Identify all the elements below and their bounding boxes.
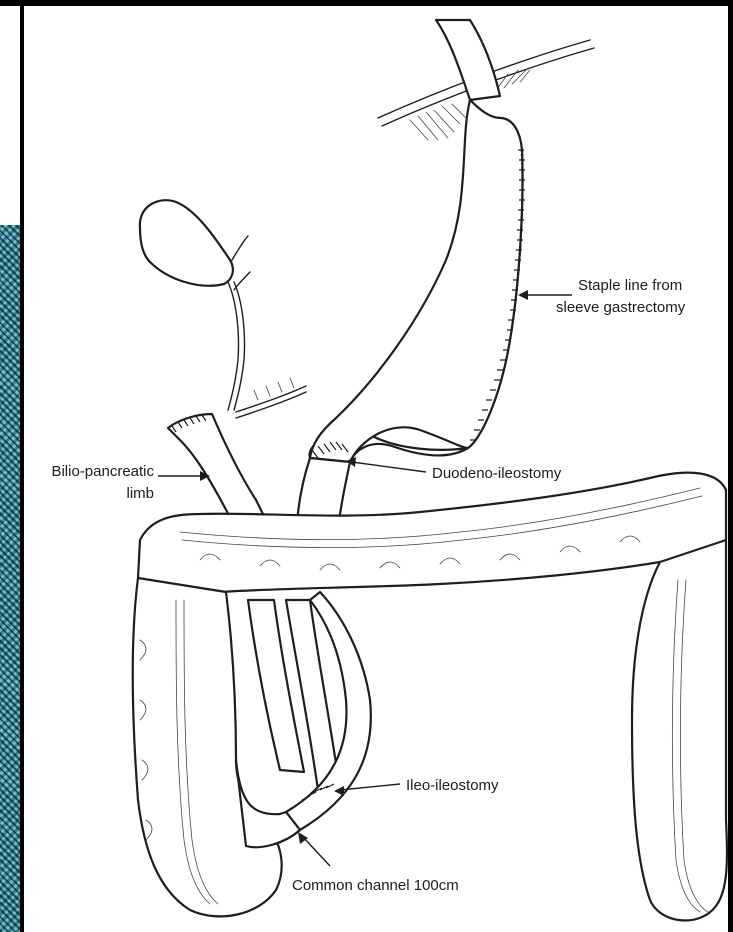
esophagus <box>436 20 500 100</box>
label-ileo-ileostomy: Ileo-ileostomy <box>406 777 499 794</box>
frame-right-border <box>728 6 733 932</box>
gallbladder <box>140 200 306 418</box>
label-bilio-pancreatic-limb: limb <box>126 485 154 502</box>
descending-colon <box>632 540 727 920</box>
label-staple-line: Staple line from <box>578 277 682 294</box>
label-staple-line-2: sleeve gastrectomy <box>556 299 686 316</box>
gastric-sleeve <box>309 100 525 462</box>
small-bowel-loops <box>248 592 371 830</box>
label-duodeno-ileostomy: Duodeno-ileostomy <box>432 465 562 482</box>
frame-top-border <box>0 0 733 6</box>
label-common-channel: Common channel 100cm <box>292 877 459 894</box>
common-channel <box>236 760 300 847</box>
frame-left-border <box>20 6 24 932</box>
label-bilio-pancreatic: Bilio-pancreatic <box>51 463 154 480</box>
